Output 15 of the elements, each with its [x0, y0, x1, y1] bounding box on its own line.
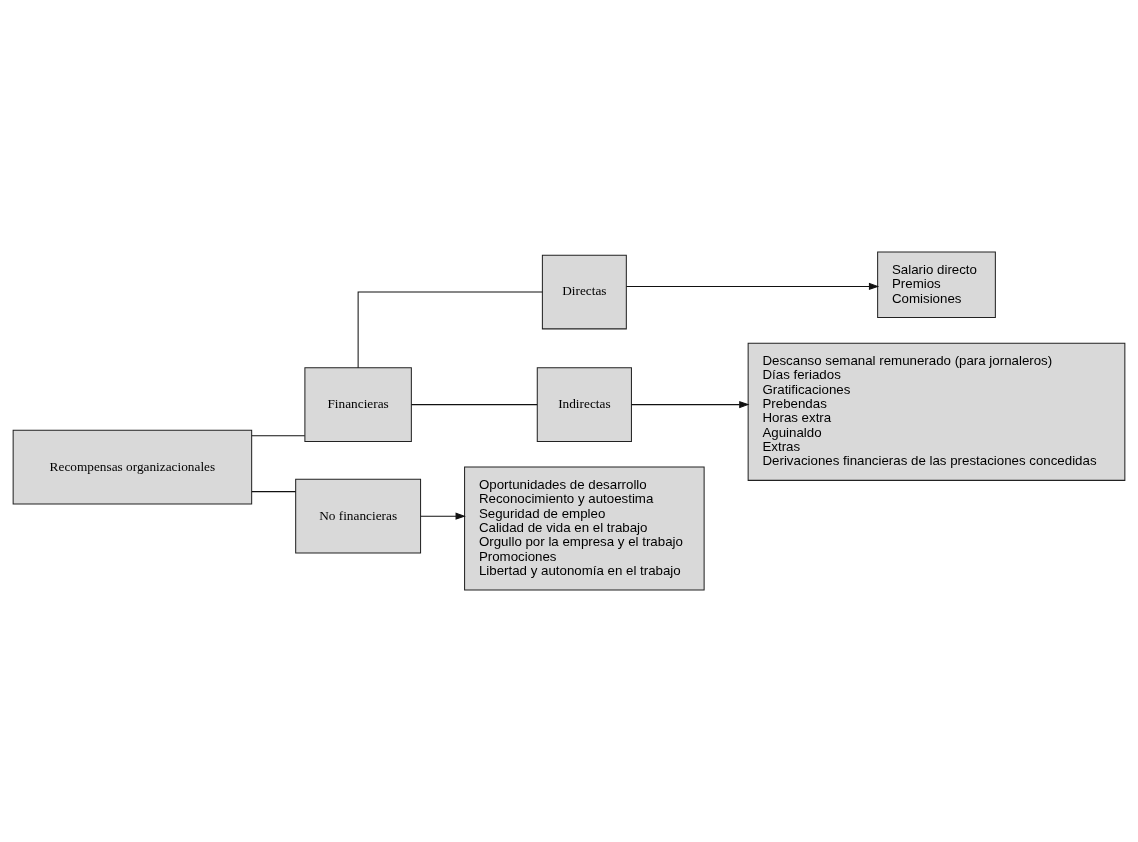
arrow: [625, 282, 880, 290]
arrow: [420, 512, 466, 520]
connector: [251, 435, 306, 437]
node-box: Indirectas: [536, 367, 632, 442]
node-box: Financieras: [304, 367, 412, 442]
connector: [357, 291, 543, 369]
node-box: Salario directo Premios Comisiones: [877, 251, 996, 319]
node-box: Descanso semanal remunerado (para jornaleros) Días feriados Gratificaciones Prebendas Horas extra Aguinaldo Extras Derivaciones financieras de las prestaciones concedidas: [747, 342, 1126, 481]
connector: [251, 491, 297, 493]
connector: [410, 404, 538, 406]
arrow: [630, 401, 750, 409]
node-box: Directas: [541, 254, 627, 330]
node-box: No financieras: [295, 478, 422, 554]
node-box: Recompensas organizacionales: [12, 429, 253, 505]
node-box: Oportunidades de desarrollo Reconocimiento y autoestima Seguridad de empleo Calidad de vida en el trabajo Orgullo por la empresa y el trabajo Promociones Libertad y autonomía en el trabajo: [464, 466, 705, 591]
